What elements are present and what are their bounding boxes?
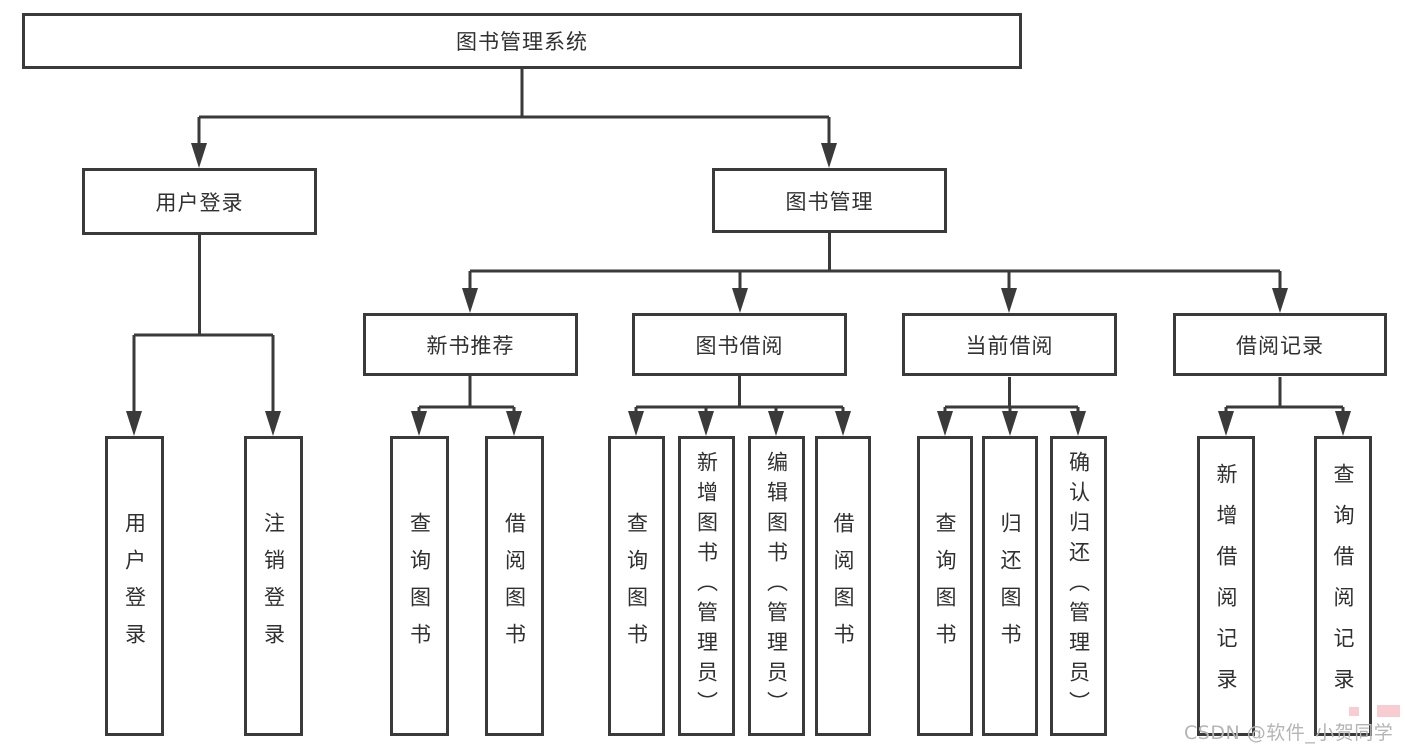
node-book-management: 图书管理 [712,168,947,233]
node-label: 图书管理 [785,189,874,214]
watermark-accent [1349,707,1359,716]
node-current-borrowing: 当前借阅 [902,313,1117,376]
leaf-borrow-books-recommend: 借阅图书 [485,436,544,736]
leaf-query-borrow-record: 查询借阅记录 [1314,436,1372,736]
leaf-borrow-books-borrowing: 借阅图书 [815,436,871,736]
node-book-borrowing: 图书借阅 [632,313,847,376]
leaf-query-books-current: 查询图书 [917,436,973,736]
leaf-user-login: 用户登录 [105,436,164,736]
node-label: 借阅记录 [1236,333,1324,358]
watermark: CSDN @软件_小贺同学 [1184,722,1394,744]
node-label: 用户登录 [155,190,244,215]
node-new-book-recommend: 新书推荐 [363,313,578,376]
leaf-return-book: 归还图书 [982,436,1038,736]
leaf-add-borrow-record: 新增借阅记录 [1197,436,1255,736]
watermark-accent [1377,705,1400,717]
leaf-query-books-recommend: 查询图书 [390,436,449,736]
node-label: 当前借阅 [965,333,1054,358]
node-borrow-records: 借阅记录 [1173,313,1387,376]
node-label: 图书借阅 [695,333,784,358]
leaf-add-book-admin: 新增图书（管理员） [678,436,735,736]
leaf-logout: 注销登录 [244,436,303,736]
node-label: 图书管理系统 [456,30,588,54]
node-label: 新书推荐 [426,333,515,358]
leaf-confirm-return-admin: 确认归还（管理员） [1050,436,1107,736]
node-library-management-system: 图书管理系统 [22,13,1022,69]
leaf-edit-book-admin: 编辑图书（管理员） [748,436,805,736]
leaf-query-books-borrowing: 查询图书 [608,436,665,736]
node-user-login: 用户登录 [82,168,317,235]
